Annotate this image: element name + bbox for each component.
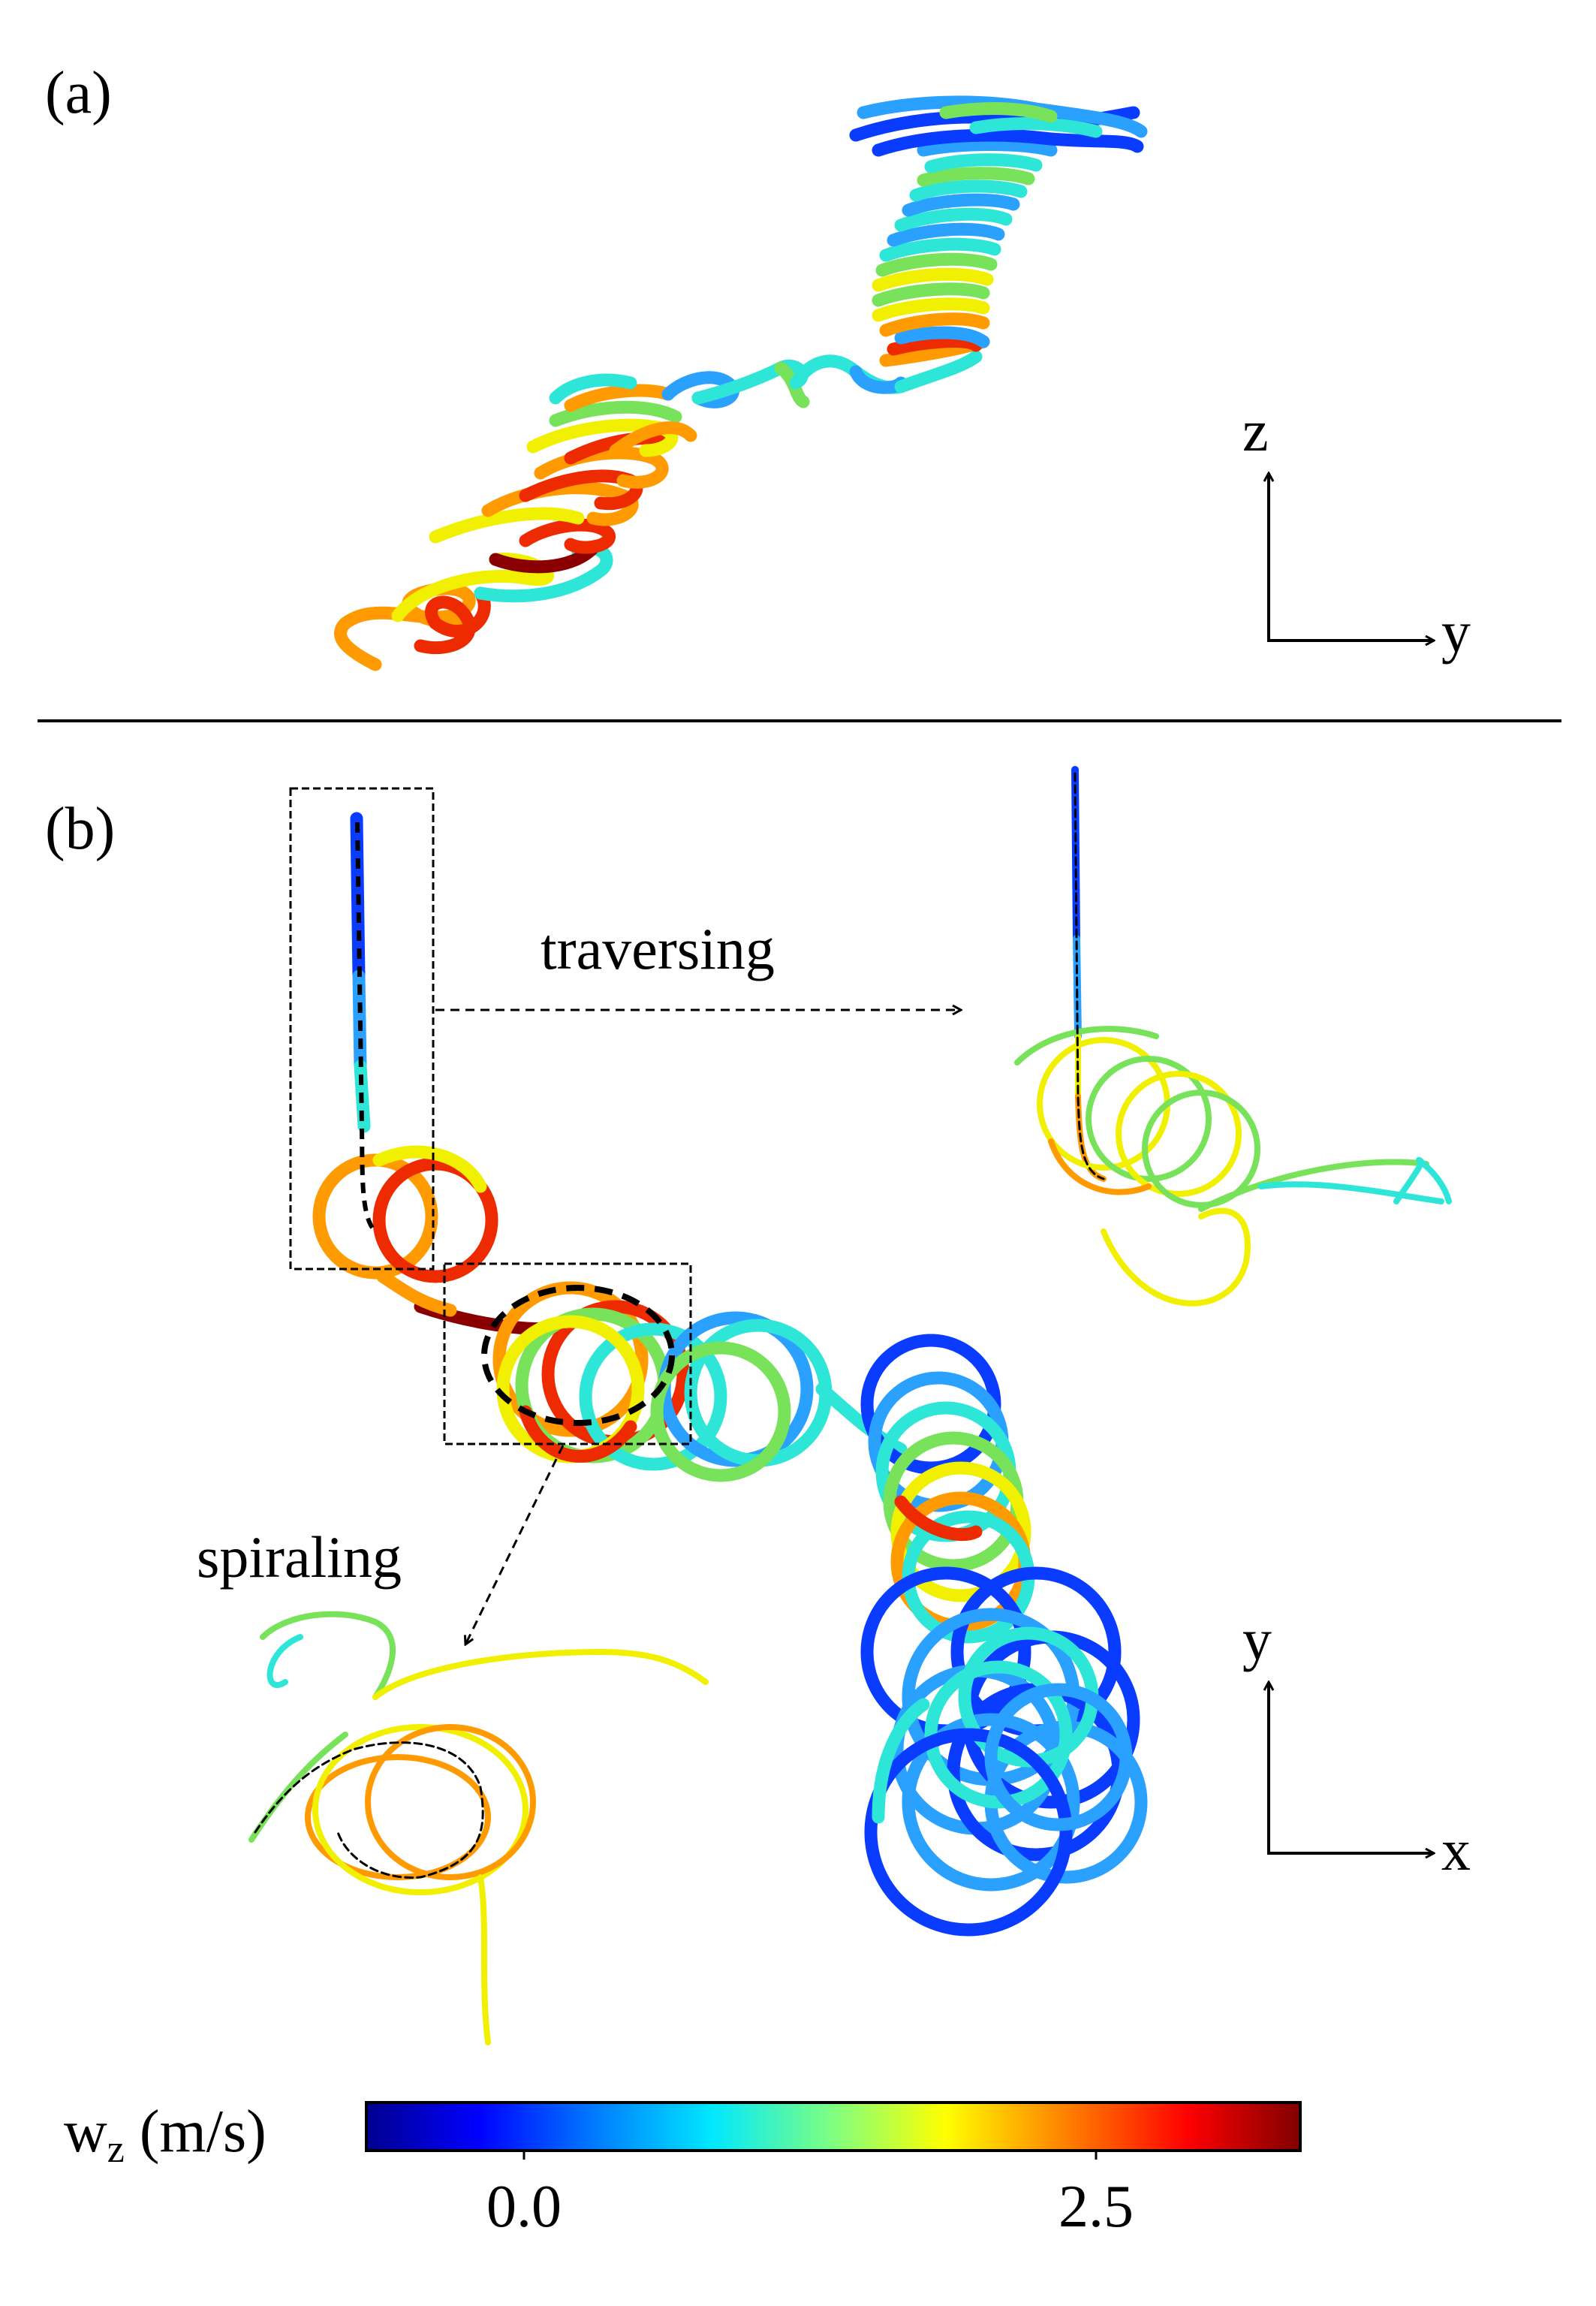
- axis-label-z: z: [1242, 398, 1269, 463]
- loop-arc: [872, 1698, 930, 1824]
- trajectory-segment: [894, 326, 990, 348]
- trajectory-segment: [939, 102, 1058, 123]
- spiraling-highlight: [481, 1285, 675, 1426]
- colorbar: wz (m/s) 0.0 2.5: [64, 2099, 1302, 2240]
- loop-arc: [894, 1495, 983, 1542]
- axes-indicator-b: y x: [1242, 1607, 1471, 1882]
- inset-loop: [312, 1724, 528, 1895]
- inset-highlight: [1074, 772, 1105, 1180]
- trajectory-3d-view: [334, 95, 1148, 671]
- colorbar-label-main: w: [64, 2099, 107, 2165]
- trajectory-segment: [887, 335, 983, 356]
- trajectory-segment: [872, 297, 990, 322]
- spiraling-label: spiraling: [197, 1524, 402, 1590]
- loop: [984, 1683, 1133, 1831]
- trajectory-segment: [872, 282, 990, 307]
- inset-arc: [372, 1648, 709, 1700]
- colorbar-label-unit: (m/s): [125, 2099, 267, 2165]
- trajectory-segment: [609, 421, 697, 457]
- loop: [924, 1660, 1073, 1809]
- traversing-inset: [1014, 766, 1452, 1307]
- axis-label-y: y: [1441, 599, 1471, 665]
- inset-arc: [1048, 1138, 1152, 1195]
- traversing-label: traversing: [541, 916, 775, 981]
- inset-arc: [1014, 1026, 1159, 1066]
- panel-a-label: (a): [45, 60, 112, 126]
- colorbar-label-sub: z: [107, 2128, 125, 2171]
- loop-arc: [519, 1405, 637, 1463]
- spiraling-arrow: [465, 1445, 565, 1644]
- colorbar-tick-label-1: 2.5: [1058, 2174, 1134, 2240]
- colorbar-gradient: [365, 2101, 1302, 2152]
- loop: [864, 1728, 1073, 1937]
- inset-highlight: [254, 1741, 484, 1879]
- axis-label-x: x: [1441, 1817, 1471, 1882]
- inset-loop: [1116, 1071, 1242, 1197]
- panel-b-label: (b): [45, 796, 115, 862]
- traversing-highlight: [355, 821, 378, 1234]
- inset-arc: [248, 1732, 348, 1843]
- colorbar-tick-label-0: 0.0: [486, 2174, 562, 2240]
- inset-arc: [260, 1611, 396, 1700]
- trajectory-segment: [909, 179, 1028, 202]
- trajectory-segment: [902, 193, 1020, 217]
- trajectory-segment: [924, 153, 1043, 173]
- inset-loop: [1142, 1090, 1260, 1208]
- inset-arc: [1258, 1181, 1444, 1204]
- trajectory-segment: [872, 267, 994, 292]
- loop: [579, 1322, 727, 1471]
- trajectory-segment-dark: [489, 541, 600, 574]
- trajectory-segment: [872, 128, 1144, 157]
- trajectory-segment: [429, 507, 585, 544]
- trajectory-segment: [894, 350, 983, 393]
- colorbar-label: wz (m/s): [64, 2099, 267, 2171]
- inset-loop: [1086, 1056, 1212, 1182]
- trajectory-segment: [549, 400, 682, 427]
- trajectory-segment: [549, 373, 637, 405]
- inset-loop: [365, 1724, 536, 1880]
- trajectory-segment: [969, 117, 1103, 138]
- trajectory-segment: [879, 237, 1001, 262]
- loop: [890, 1461, 1031, 1602]
- trajectory-segment: [879, 312, 990, 337]
- inset-arc: [267, 1634, 303, 1688]
- loop: [372, 1157, 498, 1283]
- inset-arc: [477, 1874, 491, 2045]
- trajectory-segment: [519, 518, 616, 554]
- loop: [902, 1713, 1080, 1892]
- axes-indicator-a: z y: [1242, 398, 1471, 665]
- trajectory-segment: [564, 384, 675, 412]
- trajectory-segment: [917, 138, 1058, 157]
- inset-arc: [1416, 1157, 1452, 1204]
- panel-a: (a): [45, 60, 1471, 671]
- trajectory-segment: [894, 207, 1013, 232]
- panel-b: (b): [45, 766, 1471, 2045]
- spiraling-inset: [248, 1611, 709, 2045]
- trajectory-segment: [875, 252, 998, 277]
- traversing-box: [289, 787, 435, 1271]
- loop-arc: [372, 1145, 487, 1193]
- loop: [650, 1341, 791, 1482]
- connector: [376, 1270, 457, 1317]
- trajectory-segment: [887, 222, 1005, 247]
- axis-label-y-b: y: [1242, 1607, 1272, 1672]
- inset-arc: [1198, 1159, 1429, 1212]
- trajectory-segment: [414, 586, 491, 655]
- inset-arc: [1101, 1207, 1251, 1307]
- trajectory-segment: [917, 167, 1035, 187]
